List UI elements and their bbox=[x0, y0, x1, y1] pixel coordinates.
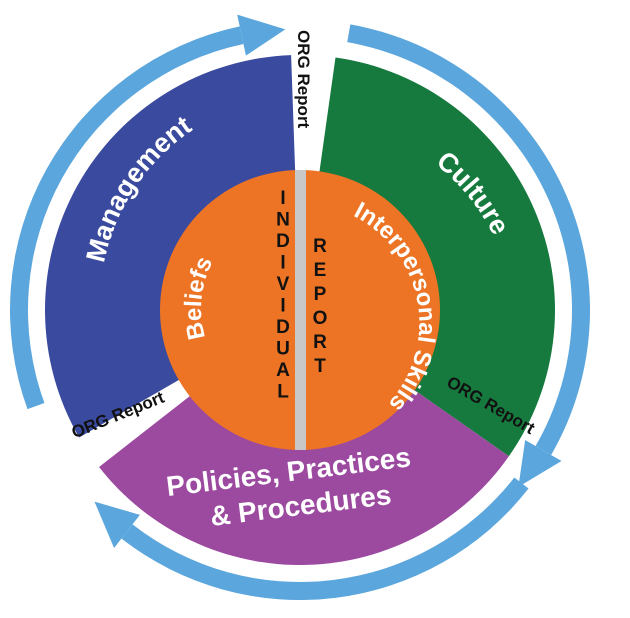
management-segment bbox=[44, 55, 296, 438]
vert-left-letter: I bbox=[280, 296, 285, 317]
vert-left-letter: I bbox=[280, 253, 285, 274]
cycle-arrow-top-icon bbox=[9, 14, 286, 410]
vert-left-letter: V bbox=[277, 274, 290, 295]
culture-segment bbox=[318, 57, 555, 457]
vert-right-letter: R bbox=[313, 236, 327, 257]
policies-segment bbox=[99, 387, 509, 566]
vert-right-letter: P bbox=[314, 284, 327, 305]
vert-left-letter: L bbox=[277, 382, 289, 403]
cycle-arrows bbox=[9, 14, 590, 600]
vert-left-letter: D bbox=[276, 231, 290, 252]
vert-right-letter: T bbox=[314, 356, 326, 377]
vert-left-letter: I bbox=[280, 188, 285, 209]
vert-right-letter: R bbox=[313, 332, 327, 353]
outer-segments bbox=[44, 55, 555, 566]
cycle-arrow-right-icon bbox=[347, 24, 590, 487]
vert-left-letter: U bbox=[276, 339, 290, 360]
vert-right-letter: E bbox=[314, 260, 327, 281]
vert-left-letter: D bbox=[276, 317, 290, 338]
org-report-top-label: ORG Report bbox=[294, 30, 313, 129]
vert-left-letter: A bbox=[276, 360, 290, 381]
vert-right-letter: O bbox=[313, 308, 328, 329]
vert-left-letter: N bbox=[276, 210, 290, 231]
core-divider bbox=[295, 170, 306, 450]
cycle-arrow-left-icon bbox=[94, 477, 529, 600]
